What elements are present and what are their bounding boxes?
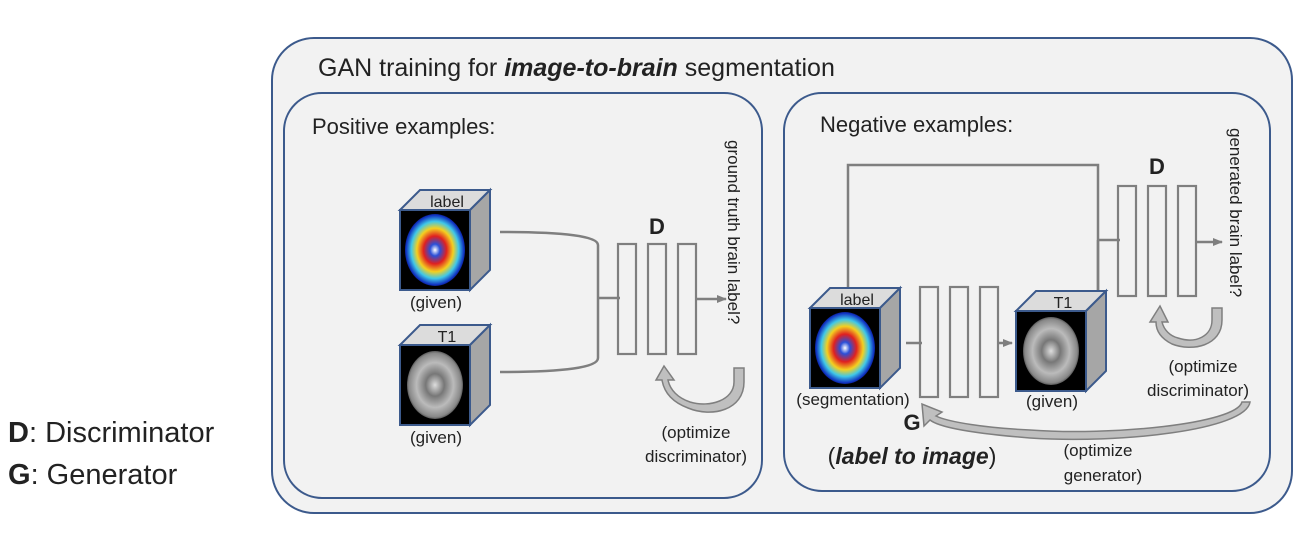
positive-label-connector [499, 230, 600, 298]
t1-brain-image [407, 351, 463, 419]
negative-optimize-gen-line1: (optimize [1064, 441, 1133, 460]
legend-generator: G: Generator [8, 459, 178, 491]
positive-optimize-line1: (optimize [662, 423, 731, 442]
legend-discriminator: D: Discriminator [8, 417, 215, 449]
positive-label-caption: (given) [410, 293, 462, 312]
positive-t1-cube: T1 [399, 324, 491, 426]
negative-optimize-disc-line2: discriminator) [1147, 381, 1249, 400]
generator-caption: (label to image) [828, 443, 997, 469]
generated-t1-image [1023, 317, 1079, 385]
positive-label-cube: label [399, 189, 491, 291]
generator-feedback-arrow [921, 401, 1251, 441]
negative-optimize-disc-line1: (optimize [1169, 357, 1238, 376]
negative-t1-cube-tag: T1 [1054, 295, 1073, 312]
positive-heading: Positive examples: [312, 114, 495, 139]
outer-title: GAN training for image-to-brain segmenta… [318, 54, 835, 82]
negative-segmentation-image [815, 312, 875, 384]
positive-t1-caption: (given) [410, 428, 462, 447]
negative-label-cube: label [809, 287, 901, 389]
positive-output-text: ground truth brain label? [724, 140, 743, 324]
segmentation-brain-image [405, 214, 465, 286]
negative-label-caption: (segmentation) [796, 390, 909, 409]
negative-optimize-gen-line2: generator) [1064, 466, 1142, 485]
negative-discriminator-letter: D [1149, 154, 1165, 179]
negative-t1-caption: (given) [1026, 392, 1078, 411]
positive-feedback-arrow [654, 364, 745, 413]
negative-label-cube-tag: label [840, 292, 874, 309]
negative-disc-feedback-arrow [1148, 304, 1223, 348]
generator-letter: G [903, 410, 920, 435]
negative-output-text: generated brain label? [1226, 128, 1245, 297]
positive-t1-connector [499, 298, 600, 374]
negative-bypass-line [846, 163, 1100, 290]
positive-t1-cube-tag: T1 [438, 329, 457, 346]
positive-discriminator-letter: D [649, 214, 665, 239]
positive-optimize-line2: discriminator) [645, 447, 747, 466]
negative-heading: Negative examples: [820, 112, 1013, 137]
positive-label-cube-tag: label [430, 194, 464, 211]
negative-t1-cube: T1 [1015, 290, 1107, 392]
